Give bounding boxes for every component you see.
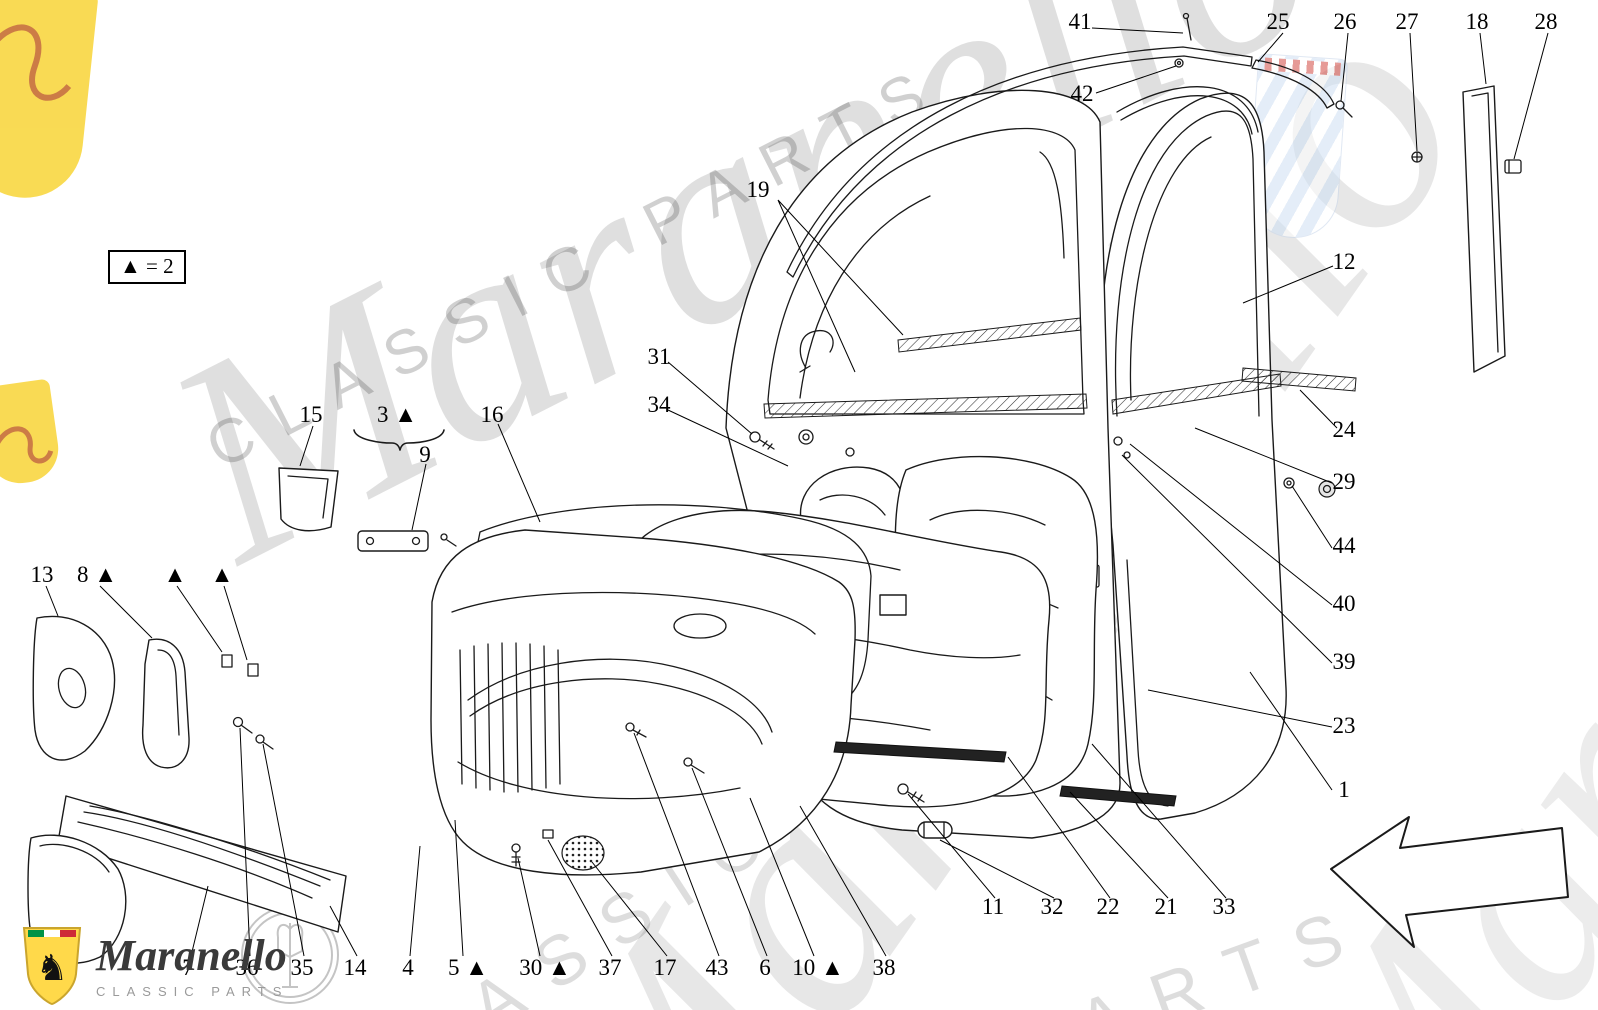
fastener-icons-top [1174, 12, 1522, 174]
svg-text:♞: ♞ [36, 948, 68, 989]
brand-block: ♞ Maranello CLASSIC PARTS [20, 922, 288, 1006]
bottom-fasteners-drawing [833, 741, 1177, 839]
door-shell-drawing [1098, 92, 1287, 820]
quantity-legend: ▲ = 2 [108, 250, 186, 284]
maranello-shield-logo: ♞ [22, 927, 82, 1006]
left-side-parts-drawing [27, 429, 457, 965]
leader-lines [45, 27, 1549, 957]
b-pillar-trim-drawing [1462, 85, 1506, 373]
direction-arrow [1330, 816, 1569, 948]
door-trim-panel-drawing [430, 529, 856, 876]
brand-tagline: CLASSIC PARTS [96, 984, 289, 999]
molding-strip-drawing [1241, 367, 1357, 498]
brand-name: Maranello [96, 931, 287, 980]
